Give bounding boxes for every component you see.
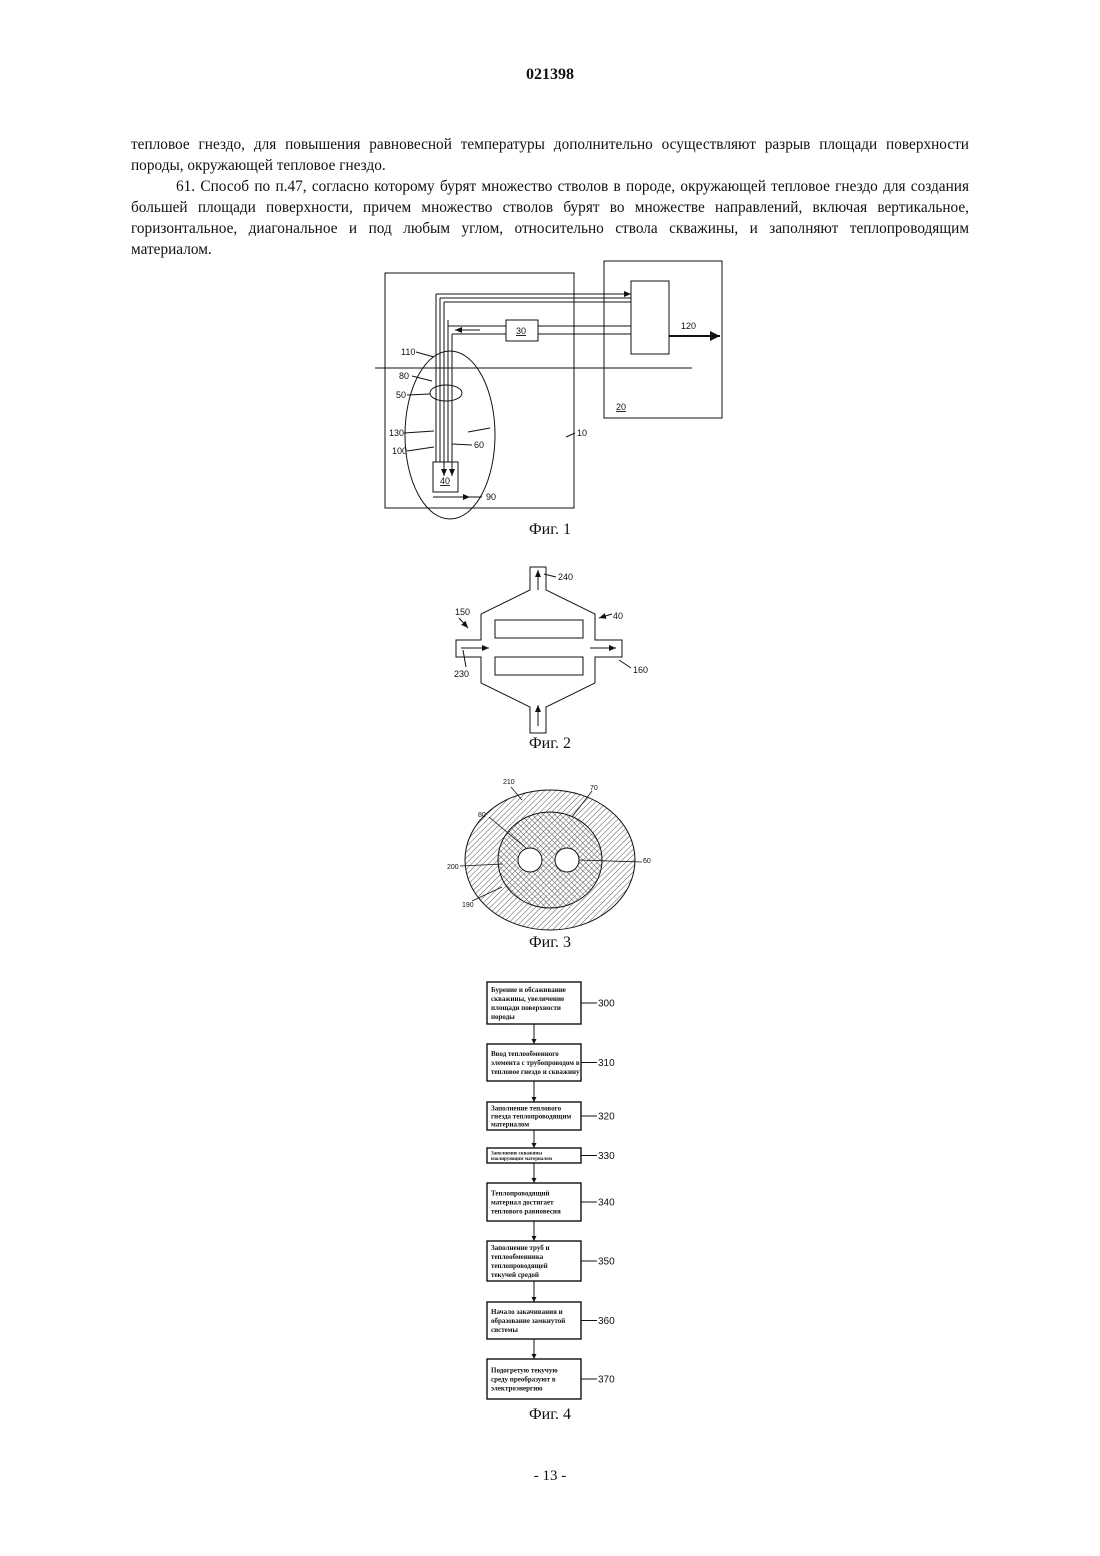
exchanger-plate-bottom: [495, 657, 583, 675]
well-ellipse: [405, 351, 495, 519]
pipe-inlet: [518, 848, 542, 872]
flow-step-text: скважины, увеличение: [491, 995, 564, 1003]
flow-step-text: среду преобразуют в: [491, 1376, 556, 1384]
surface-plant: [604, 261, 722, 418]
fig2-label-40: 40: [613, 611, 623, 621]
figure-1: 110 80 50 130 100 60 90 40 10 30 120 20: [365, 258, 735, 522]
fig2-label-240: 240: [558, 572, 573, 582]
flow-step-ref: 340: [598, 1198, 615, 1209]
fig1-label-10: 10: [577, 428, 587, 438]
claim-61: 61. Способ по п.47, согласно которому бу…: [131, 176, 969, 260]
flow-step-text: материал достигает: [491, 1199, 554, 1207]
flow-step-text: Заполнение труб и: [491, 1244, 550, 1252]
figure-4: Бурение и обсаживаниескважины, увеличени…: [470, 975, 630, 1405]
flow-step-text: Теплопроводящий: [491, 1190, 550, 1198]
flow-step-ref: 300: [598, 999, 615, 1010]
flow-step-ref: 370: [598, 1375, 615, 1386]
flow-step-text: породы: [491, 1013, 515, 1021]
flow-step-text: Заполнение скважины: [491, 1151, 542, 1156]
flow-step-text: элемента с трубопроводом в: [491, 1059, 580, 1067]
fig1-label-60: 60: [474, 440, 484, 450]
flow-step-ref: 360: [598, 1316, 615, 1327]
fig1-label-30: 30: [516, 326, 526, 336]
fig3-label-200: 200: [447, 864, 459, 871]
fig3-label-60: 60: [643, 858, 651, 865]
flow-step-ref: 320: [598, 1112, 615, 1123]
fig3-label-80: 80: [478, 812, 486, 819]
flow-step-text: Бурение и обсаживание: [491, 986, 566, 994]
fig1-label-20: 20: [616, 402, 626, 412]
flow-step-ref: 310: [598, 1058, 615, 1069]
flow-step-text: теплообменника: [491, 1253, 544, 1261]
flow-step-text: теплового равновесия: [491, 1208, 561, 1216]
flow-step-ref: 350: [598, 1257, 615, 1268]
fig1-label-100: 100: [392, 446, 407, 456]
flow-step-text: Ввод теплообменного: [491, 1050, 559, 1058]
fig2-label-150: 150: [455, 607, 470, 617]
insulation-ellipse: [430, 385, 462, 401]
flow-step-text: площади поверхности: [491, 1004, 561, 1012]
fig1-label-40: 40: [440, 476, 450, 486]
fig3-label-70: 70: [590, 785, 598, 792]
figure-3-caption: Фиг. 3: [0, 934, 1100, 952]
flow-step-text: материалом: [491, 1120, 529, 1128]
flow-step-text: гнезда теплопроводящим: [491, 1112, 571, 1120]
fig1-label-80: 80: [399, 371, 409, 381]
rock-region: [385, 273, 574, 508]
fig2-label-230: 230: [454, 669, 469, 679]
pipe-outlet: [555, 848, 579, 872]
figure-3: 210 70 80 200 60 190: [444, 772, 656, 932]
flow-step-text: электроэнергию: [491, 1385, 543, 1393]
heat-exchanger-body: [456, 567, 622, 733]
exchanger-plate-top: [495, 620, 583, 638]
flow-step-text: Заполнение теплового: [491, 1104, 562, 1112]
flow-step-text: тепловое гнездо и скважину: [491, 1068, 580, 1076]
fig1-label-50: 50: [396, 390, 406, 400]
fig1-label-130: 130: [389, 428, 404, 438]
flow-step-text: системы: [491, 1326, 519, 1334]
generator-box: [631, 281, 669, 354]
document-number: 021398: [0, 66, 1100, 84]
figure-2-caption: Фиг. 2: [0, 735, 1100, 753]
flow-step-text: теплопроводящей: [491, 1262, 548, 1270]
flow-step-text: Подогретую текучую: [491, 1367, 558, 1375]
flow-step-text: Начало закачивания и: [491, 1308, 563, 1316]
fig3-label-190: 190: [462, 902, 474, 909]
figure-2: 240 40 150 230 160: [440, 560, 660, 738]
flow-step-text: образование замкнутой: [491, 1317, 565, 1325]
figure-4-caption: Фиг. 4: [0, 1406, 1100, 1424]
fig1-label-90: 90: [486, 492, 496, 502]
figure-1-caption: Фиг. 1: [0, 521, 1100, 539]
paragraph-continuation: тепловое гнездо, для повышения равновесн…: [131, 134, 969, 176]
flow-step-text: текучей средой: [491, 1271, 539, 1279]
page-footer: - 13 -: [0, 1468, 1100, 1485]
fig1-label-110: 110: [401, 347, 415, 357]
fig2-label-160: 160: [633, 665, 648, 675]
fig3-label-210: 210: [503, 779, 515, 786]
flow-step-ref: 330: [598, 1151, 615, 1162]
flow-step-text: изолирующим материалом: [491, 1157, 553, 1162]
body-text: тепловое гнездо, для повышения равновесн…: [131, 134, 969, 260]
fig1-label-120: 120: [681, 321, 696, 331]
